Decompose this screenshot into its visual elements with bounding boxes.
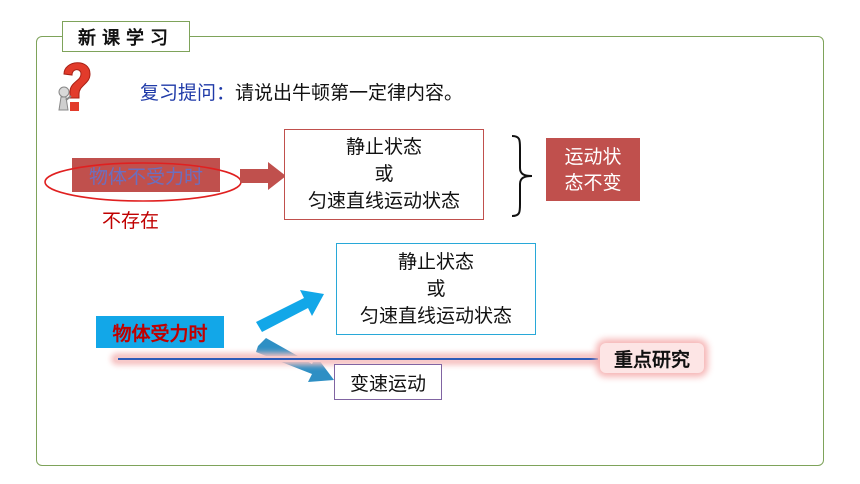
highlight-line [118,358,598,360]
result-line-1: 运动状 [564,145,622,168]
motion-unchanged-label: 运动状 态不变 [546,138,640,201]
state-line-2: 或 [374,163,394,185]
review-question: 复习提问：请说出牛顿第一定律内容。 [140,78,463,105]
question-mark-person-icon [58,62,91,111]
arrow-right-icon [240,162,286,190]
state-box-bottom: 静止状态 或 匀速直线运动状态 [336,243,536,335]
state-line-2: 或 [426,277,446,300]
state-line-1: 静止状态 [345,136,422,158]
state-line-3: 匀速直线运动状态 [307,190,460,212]
question-prefix: 复习提问： [140,82,236,104]
key-research-label: 重点研究 [600,343,704,373]
ellipse-highlight [44,162,242,202]
variable-motion-box: 变速运动 [334,364,442,400]
not-exist-annotation: 不存在 [102,210,160,232]
state-line-1: 静止状态 [397,250,474,273]
result-line-2: 态不变 [564,171,622,194]
arrow-up-right-icon [256,290,324,332]
question-text: 请说出牛顿第一定律内容。 [235,82,464,104]
state-box-top: 静止状态 或 匀速直线运动状态 [284,129,484,220]
content-frame [36,36,824,466]
state-line-3: 匀速直线运动状态 [359,304,512,327]
with-force-label: 物体受力时 [96,316,224,348]
curly-brace-icon [511,135,533,217]
section-title: 新课学习 [62,21,190,52]
